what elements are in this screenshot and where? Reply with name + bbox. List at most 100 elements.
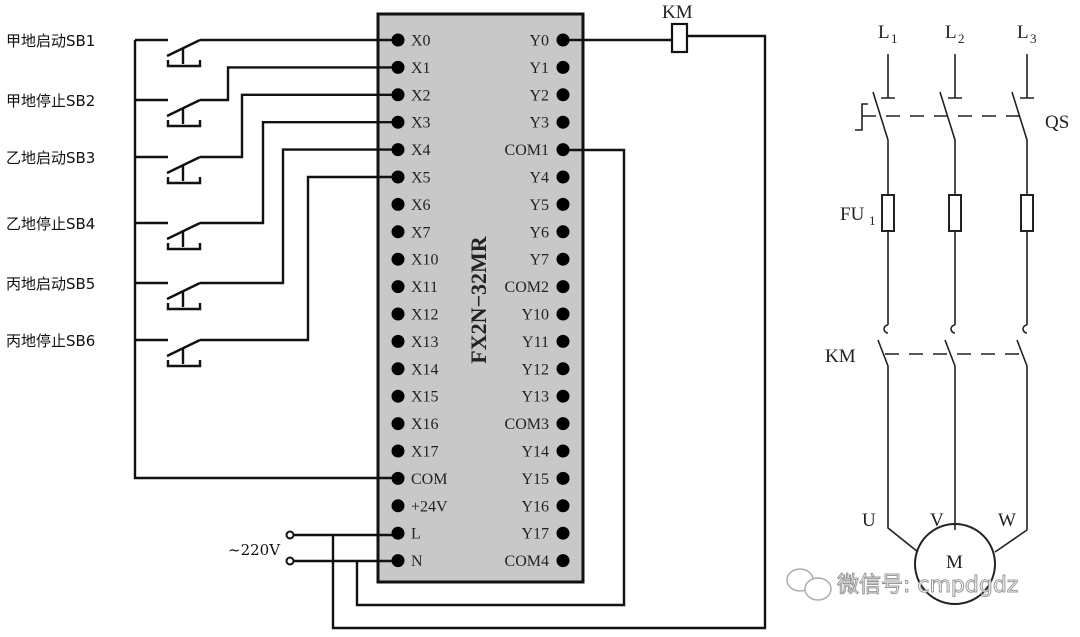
km-main-contact[interactable] bbox=[944, 339, 956, 420]
n-branch-com1-wire bbox=[355, 148, 626, 607]
pushbutton-sb6[interactable]: 丙地停止SB6 bbox=[6, 175, 392, 368]
terminal-dot[interactable] bbox=[391, 526, 405, 540]
terminal-dot[interactable] bbox=[556, 334, 570, 348]
pushbutton-sb5[interactable]: 丙地启动SB5 bbox=[6, 148, 392, 311]
output-terminal-label: COM2 bbox=[505, 279, 549, 296]
input-terminal-label: X4 bbox=[411, 142, 431, 159]
terminal-dot[interactable] bbox=[556, 33, 570, 47]
terminal-dot[interactable] bbox=[391, 225, 405, 239]
fuse[interactable] bbox=[948, 194, 962, 232]
terminal-dot[interactable] bbox=[556, 225, 570, 239]
output-terminal-label: Y12 bbox=[521, 361, 549, 378]
pushbutton-sb3[interactable]: 乙地启动SB3 bbox=[6, 93, 392, 185]
supply-stub bbox=[948, 54, 962, 99]
qs-blade[interactable] bbox=[939, 91, 956, 195]
qs-blade[interactable] bbox=[872, 91, 889, 195]
km-fixed-contact bbox=[883, 324, 889, 334]
pushbutton-sb2[interactable]: 甲地停止SB2 bbox=[6, 66, 392, 128]
pushbutton-actuator bbox=[166, 291, 202, 311]
input-terminal-label: X16 bbox=[411, 416, 439, 433]
terminal-dot[interactable] bbox=[556, 526, 570, 540]
terminal-dot[interactable] bbox=[391, 362, 405, 376]
terminal-dot[interactable] bbox=[391, 554, 405, 568]
motor-label: M bbox=[946, 552, 963, 573]
fuse-subscript: 1 bbox=[869, 213, 876, 228]
pushbutton-group: 甲地启动SB1 甲地停止SB2 乙地启动SB3乙地停止SB4丙地启动SB5丙地停止S… bbox=[6, 32, 392, 368]
terminal-dot[interactable] bbox=[556, 471, 570, 485]
switch-to-input-wire bbox=[200, 175, 392, 342]
terminal-dot[interactable] bbox=[391, 334, 405, 348]
km-contact-label: KM bbox=[825, 346, 856, 367]
terminal-dot[interactable] bbox=[556, 252, 570, 266]
terminal-dot[interactable] bbox=[556, 499, 570, 513]
terminal-dot[interactable] bbox=[556, 143, 570, 157]
supply-stub bbox=[1020, 54, 1034, 99]
input-terminal-label: X2 bbox=[411, 87, 431, 104]
output-terminal-label: COM3 bbox=[505, 416, 549, 433]
terminal-dot[interactable] bbox=[391, 307, 405, 321]
phase-label: L bbox=[878, 22, 890, 43]
terminal-dot[interactable] bbox=[556, 389, 570, 403]
terminal-dot[interactable] bbox=[556, 170, 570, 184]
output-terminal-label: Y2 bbox=[529, 87, 549, 104]
terminal-dot[interactable] bbox=[391, 170, 405, 184]
input-terminal-label: X3 bbox=[411, 115, 431, 132]
com-bus-wire bbox=[133, 40, 392, 480]
terminal-dot[interactable] bbox=[556, 197, 570, 211]
input-terminal-label: X11 bbox=[411, 279, 438, 296]
output-terminal-label: Y10 bbox=[521, 307, 549, 324]
terminal-dot[interactable] bbox=[391, 88, 405, 102]
input-terminal-label: X7 bbox=[411, 224, 431, 241]
l-branch-loop-wire bbox=[331, 34, 767, 630]
terminal-dot[interactable] bbox=[391, 471, 405, 485]
switch-label: 乙地启动SB3 bbox=[6, 149, 95, 167]
output-terminal-label: Y3 bbox=[529, 115, 549, 132]
terminal-dot[interactable] bbox=[556, 362, 570, 376]
terminal-dot[interactable] bbox=[556, 307, 570, 321]
fuse[interactable] bbox=[1020, 194, 1034, 232]
output-terminal-label: Y1 bbox=[529, 60, 549, 77]
terminal-dot[interactable] bbox=[391, 444, 405, 458]
input-terminal-label: X5 bbox=[411, 170, 431, 187]
switch-label: 甲地启动SB1 bbox=[6, 32, 95, 50]
pushbutton-actuator bbox=[166, 165, 202, 185]
terminal-dot[interactable] bbox=[391, 143, 405, 157]
terminal-dot[interactable] bbox=[391, 417, 405, 431]
pushbutton-sb1[interactable]: 甲地启动SB1 bbox=[6, 32, 392, 68]
terminal-dot[interactable] bbox=[391, 60, 405, 74]
terminal-dot[interactable] bbox=[556, 115, 570, 129]
qs-handle[interactable] bbox=[855, 103, 868, 131]
terminal-dot[interactable] bbox=[391, 280, 405, 294]
terminal-dot[interactable] bbox=[391, 33, 405, 47]
power-terminal-n[interactable] bbox=[285, 556, 295, 566]
km-main-contact[interactable] bbox=[877, 339, 889, 420]
phase-subscript: 3 bbox=[1030, 31, 1037, 46]
terminal-dot[interactable] bbox=[556, 60, 570, 74]
terminal-dot[interactable] bbox=[391, 252, 405, 266]
km-fixed-contact bbox=[950, 324, 956, 334]
terminal-dot[interactable] bbox=[556, 444, 570, 458]
terminal-dot[interactable] bbox=[556, 417, 570, 431]
qs-blade[interactable] bbox=[1011, 91, 1028, 195]
terminal-dot[interactable] bbox=[391, 499, 405, 513]
motor[interactable] bbox=[914, 523, 996, 605]
switch-to-input-wire bbox=[200, 66, 392, 102]
power-terminal-l[interactable] bbox=[285, 530, 295, 540]
km-coil[interactable] bbox=[670, 22, 689, 54]
km-main-contact[interactable] bbox=[1016, 339, 1028, 420]
switch-to-input-wire bbox=[200, 93, 392, 159]
terminal-dot[interactable] bbox=[391, 389, 405, 403]
motor-lead-u bbox=[887, 420, 919, 553]
terminal-dot[interactable] bbox=[391, 197, 405, 211]
watermark: 微信号: cmpdgdz bbox=[786, 568, 1019, 601]
terminal-dot[interactable] bbox=[556, 554, 570, 568]
terminal-dot[interactable] bbox=[556, 88, 570, 102]
terminal-dot[interactable] bbox=[556, 280, 570, 294]
fuse[interactable] bbox=[881, 194, 895, 232]
terminal-dot[interactable] bbox=[391, 115, 405, 129]
pushbutton-sb4[interactable]: 乙地停止SB4 bbox=[6, 121, 392, 251]
input-terminal-label: X13 bbox=[411, 334, 439, 351]
